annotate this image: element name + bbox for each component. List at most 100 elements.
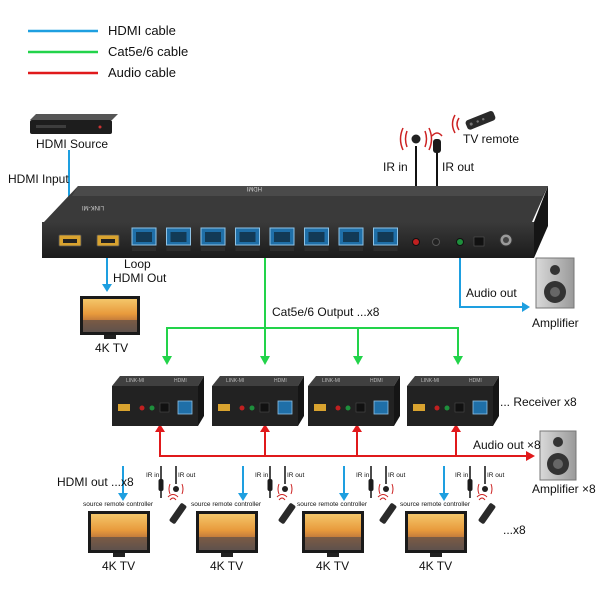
bottom-tv-label-3: 4K TV (316, 559, 350, 573)
remote-signal-icon (451, 114, 460, 134)
receiver-brand: LINK-MI (322, 378, 340, 384)
audio-out-x8-label: Audio out ×8 (473, 438, 541, 452)
bottom-ir-in-label-4: IR in (455, 472, 469, 479)
receiver-count-label: ... Receiver x8 (500, 395, 577, 409)
audio-out-cable (459, 250, 527, 308)
audio-out-arrow (522, 302, 530, 312)
source-remote-icon (278, 503, 296, 524)
amplifier-speaker (535, 257, 575, 309)
bottom-ir-4 (467, 466, 496, 524)
receiver-brand: LINK-MI (226, 378, 244, 384)
audio-out-label: Audio out (466, 286, 517, 300)
hdmi-source-label: HDMI Source (36, 137, 109, 151)
bottom-ir-group (158, 466, 496, 524)
hdmi-out-x8-label: HDMI out ...x8 (57, 475, 134, 489)
hdmi-out-arrow-3 (339, 493, 349, 501)
audio-bus (159, 428, 530, 457)
source-remote-icon (169, 503, 187, 524)
rj45-port-6 (304, 227, 329, 251)
bottom-ir-out-label-3: IR out (388, 472, 406, 479)
source-remote-caption-2: source remote controller (191, 501, 262, 508)
bottom-tv-label-4: 4K TV (419, 559, 453, 573)
bottom-ir-out-label-4: IR out (487, 472, 505, 479)
audio-arrow-4 (451, 424, 461, 432)
legend-hdmi-label: HDMI cable (108, 23, 176, 38)
rj45-port-2 (166, 227, 191, 251)
matrix-logo: HDMI (246, 185, 262, 191)
bottom-ir-out-label-2: IR out (287, 472, 305, 479)
loop-hdmi-out-label: HDMI Out (113, 271, 167, 285)
rj45-port-7 (338, 227, 364, 251)
bottom-tv-2 (196, 511, 258, 557)
bottom-ir-out-label-1: IR out (178, 472, 196, 479)
amplifier-label: Amplifier (532, 316, 579, 330)
hdmi-out-arrow-1 (118, 493, 128, 501)
loop-label: Loop (124, 257, 151, 271)
audio-arrow-1 (155, 424, 165, 432)
hdmi-out-arrow-4 (439, 493, 449, 501)
loop-hdmi-arrow (102, 284, 112, 292)
receiver-hdmi-logo: HDMI (274, 378, 287, 384)
legend-audio-label: Audio cable (108, 65, 176, 80)
source-remote-icon (478, 503, 496, 524)
amplifier-x8-speaker (539, 430, 577, 481)
tv-remote-icon (465, 110, 496, 130)
cat-output-label: Cat5e/6 Output ...x8 (272, 305, 380, 319)
bottom-ir-in-label-3: IR in (356, 472, 370, 479)
audio-arrow-2 (260, 424, 270, 432)
cat-arrow-3 (353, 356, 363, 365)
amplifier-x8-label: Amplifier ×8 (532, 482, 596, 496)
cat-arrow-1 (162, 356, 172, 365)
receiver-1: LINK-MI HDMI (112, 376, 204, 426)
rj45-port-5 (269, 227, 295, 251)
cat-bus (166, 327, 459, 360)
rj45-ports (131, 227, 398, 251)
receiver-brand: LINK-MI (126, 378, 144, 384)
bottom-ir-in-label-2: IR in (255, 472, 269, 479)
audio-arrow-amp (526, 451, 535, 461)
cables (64, 146, 535, 501)
bottom-tvs (88, 511, 467, 557)
more-tvs-label: ...x8 (503, 523, 526, 537)
bottom-tv-label-1: 4K TV (102, 559, 136, 573)
matrix-unit: HDMI LINK-MI (42, 185, 548, 258)
receiver-brand: LINK-MI (421, 378, 439, 384)
audio-arrow-3 (352, 424, 362, 432)
receiver-4: LINK-MI HDMI (407, 376, 499, 426)
cat-arrow-4 (453, 356, 463, 365)
ir-in-emitter (399, 127, 433, 151)
bottom-tv-label-2: 4K TV (210, 559, 244, 573)
bottom-ir-2 (267, 466, 296, 524)
matrix-brand: LINK-MI (82, 204, 104, 210)
receiver-3: LINK-MI HDMI (308, 376, 400, 426)
legend-cat-label: Cat5e/6 cable (108, 44, 189, 59)
hdmi-source-device (30, 114, 118, 134)
bottom-tv-1 (88, 511, 150, 557)
ir-out-emitter (431, 132, 443, 153)
hdmi-out-arrow-2 (238, 493, 248, 501)
source-remote-caption-4: source remote controller (400, 501, 471, 508)
rj45-port-8 (373, 227, 398, 251)
receiver-2: LINK-MI HDMI (212, 376, 304, 426)
loop-tv (80, 296, 140, 339)
loop-tv-label: 4K TV (95, 341, 129, 355)
hdmi-input-label: HDMI Input (8, 172, 69, 186)
cat-arrow-2 (260, 356, 270, 365)
source-remote-caption-1: source remote controller (83, 501, 154, 508)
bottom-ir-3 (368, 466, 397, 524)
ir-out-label: IR out (442, 160, 475, 174)
rj45-port-4 (235, 227, 260, 251)
bottom-ir-in-label-1: IR in (146, 472, 160, 479)
rj45-port-1 (131, 227, 157, 251)
receiver-hdmi-logo: HDMI (469, 378, 482, 384)
receiver-hdmi-logo: HDMI (370, 378, 383, 384)
receiver-hdmi-logo: HDMI (174, 378, 187, 384)
rj45-port-3 (200, 227, 226, 251)
bottom-ir-1 (158, 466, 187, 524)
tv-remote-label: TV remote (463, 132, 520, 146)
source-remote-caption-3: source remote controller (297, 501, 368, 508)
legend (28, 29, 98, 75)
